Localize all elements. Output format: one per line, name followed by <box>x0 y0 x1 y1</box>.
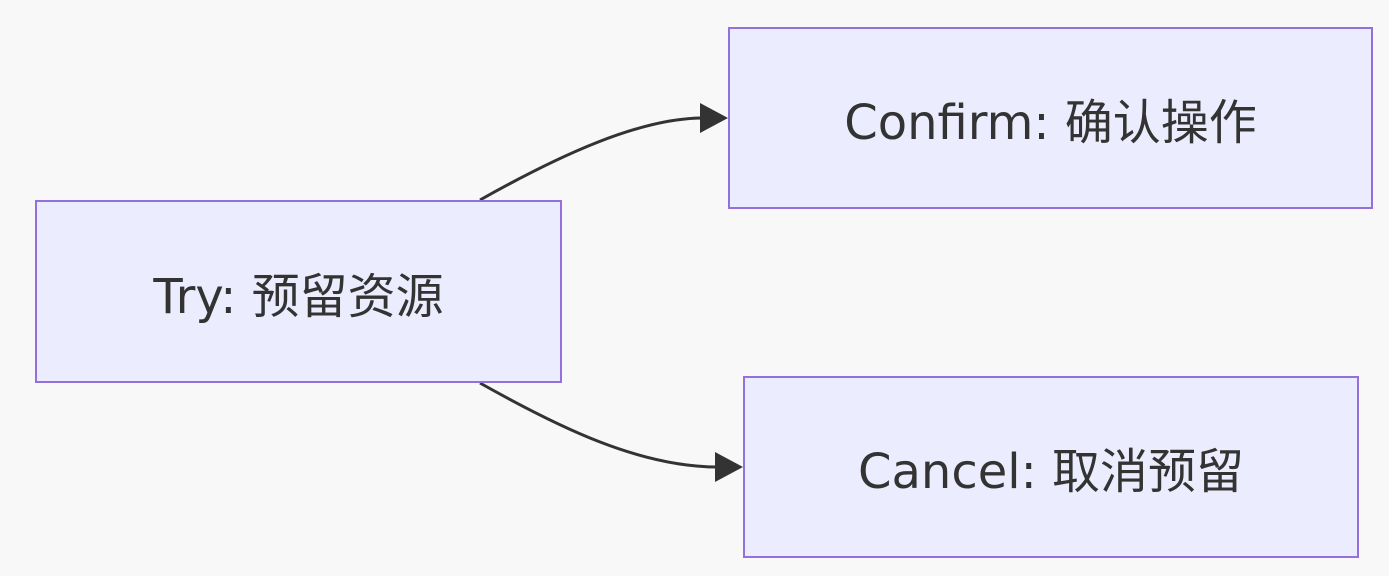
node-try: Try: 预留资源 <box>35 200 562 383</box>
edge-try-to-confirm <box>479 116 704 202</box>
node-cancel: Cancel: 取消预留 <box>743 376 1359 558</box>
node-try-label: Try: 预留资源 <box>153 268 444 325</box>
arrowhead-cancel-icon <box>715 452 743 482</box>
node-confirm-label: Confirm: 确认操作 <box>844 95 1257 151</box>
edge-try-to-cancel <box>479 381 719 469</box>
node-cancel-label: Cancel: 取消预留 <box>857 444 1245 500</box>
arrowhead-confirm-icon <box>700 103 728 133</box>
node-confirm: Confirm: 确认操作 <box>728 27 1373 209</box>
